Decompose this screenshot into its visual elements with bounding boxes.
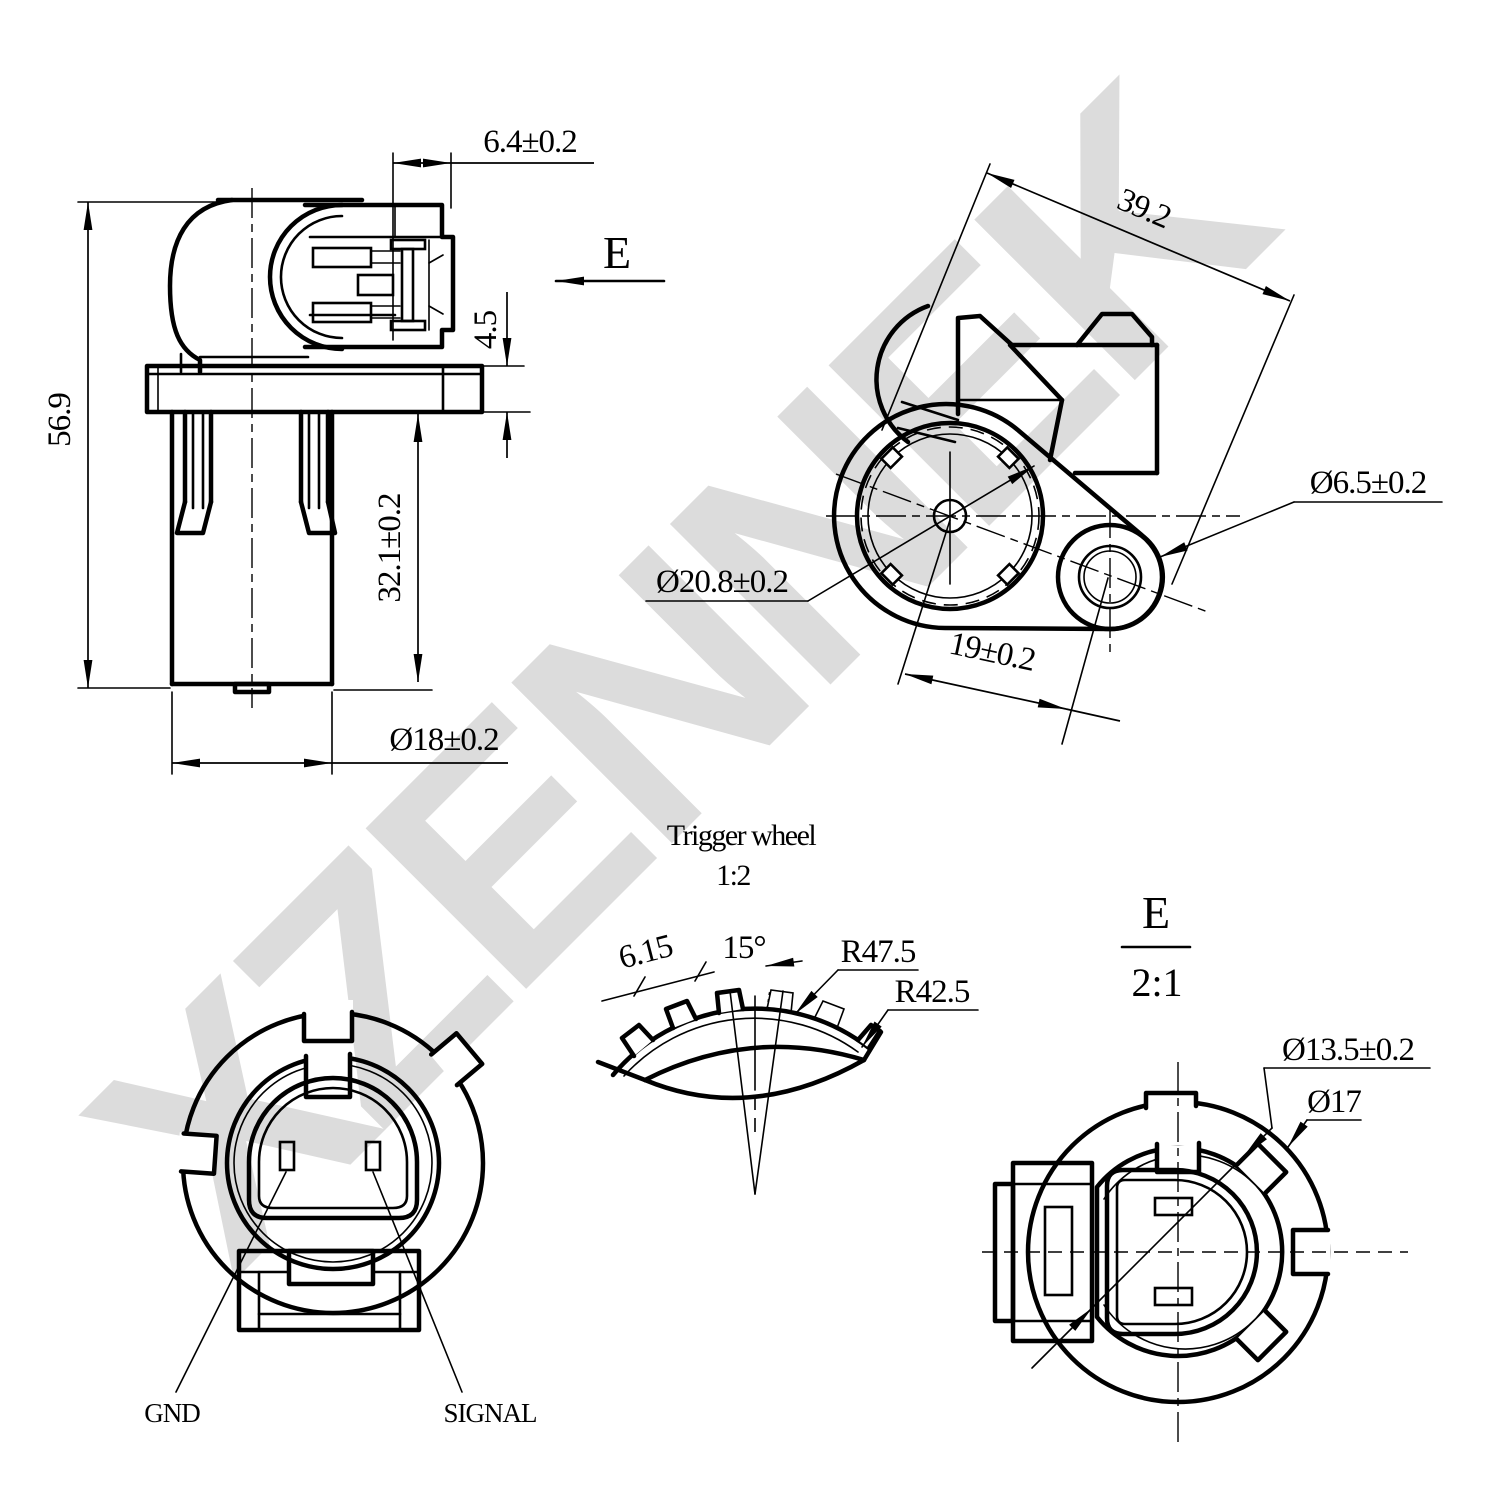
trigger-wheel-title: Trigger wheel	[667, 819, 817, 852]
detail-pin-lower	[1153, 1286, 1194, 1307]
dim-outer-radius: R47.5	[794, 934, 919, 1015]
detail-socket-outer	[1104, 1167, 1260, 1337]
terminal-pin-lower	[311, 301, 373, 324]
side-view: 56.9 6.4±0.2 E 4.5 32.1±0.2	[42, 124, 666, 775]
shroud-outer-arc	[267, 202, 345, 352]
key-tab	[428, 1031, 485, 1088]
detail-tab-lower	[1235, 1309, 1289, 1363]
view-arrow-label: E	[603, 227, 631, 278]
dim-text-insert: 32.1±0.2	[372, 493, 408, 602]
dim-insert-depth: 32.1±0.2	[333, 414, 433, 691]
dim-text-r-inner: R42.5	[895, 974, 970, 1010]
detail-tab-upper	[1235, 1141, 1289, 1195]
dim-detail-outer-dia: Ø17	[1287, 1084, 1362, 1148]
mounting-flange	[144, 363, 485, 415]
trigger-wheel-view: Trigger wheel 1:2 6.15	[595, 819, 979, 1195]
detail-pin-upper	[1153, 1196, 1194, 1217]
dim-overall-height: 56.9	[42, 201, 217, 689]
trigger-wheel-scale: 1:2	[716, 859, 750, 892]
connector-front-view: GND SIGNAL	[144, 1000, 538, 1428]
detail-scale: 2:1	[1131, 960, 1182, 1005]
dim-text-r-outer: R47.5	[841, 934, 916, 970]
detail-label: E	[1142, 887, 1170, 938]
shroud-inner-arc	[279, 214, 344, 340]
dim-pitch-angle: 15°	[722, 930, 803, 967]
dim-text-height: 56.9	[42, 393, 78, 447]
dim-text-detail-inner: Ø13.5±0.2	[1282, 1032, 1414, 1068]
label-gnd: GND	[144, 1398, 200, 1428]
pin-cavity	[356, 273, 395, 297]
dim-text-detail-outer: Ø17	[1307, 1084, 1361, 1120]
dim-detail-inner-dia: Ø13.5±0.2	[1031, 1032, 1431, 1369]
connector-body	[302, 202, 456, 350]
pin-gnd	[278, 1140, 296, 1172]
dim-text-boss: Ø20.8±0.2	[656, 564, 788, 600]
body-arc	[874, 303, 931, 445]
latch-beam	[400, 247, 415, 323]
dim-inner-radius: R42.5	[861, 974, 979, 1048]
dim-hole-diameter: Ø6.5±0.2	[1159, 465, 1443, 558]
socket-outer	[246, 1075, 420, 1221]
dim-boss-diameter: Ø20.8±0.2	[645, 465, 1035, 602]
left-notch	[176, 1131, 219, 1176]
pin-signal	[364, 1140, 382, 1172]
terminal-pin-upper	[311, 246, 373, 269]
dim-body-diameter: Ø18±0.2	[171, 691, 508, 775]
dim-text-connector-depth: 6.4±0.2	[483, 124, 577, 160]
detail-view-e: E 2:1	[982, 887, 1431, 1446]
dim-flange-thickness: 4.5	[468, 292, 531, 458]
dim-text-hole-dia: Ø6.5±0.2	[1310, 465, 1426, 501]
socket-inner	[257, 1086, 409, 1210]
keying-notches	[879, 445, 1021, 587]
dim-text-hole-dist: 19±0.2	[946, 626, 1038, 679]
dim-text-pitch: 15°	[722, 930, 765, 966]
head-dome	[167, 197, 235, 375]
label-signal: SIGNAL	[444, 1398, 537, 1428]
dim-connector-depth: 6.4±0.2	[392, 124, 594, 341]
detail-socket-inner	[1115, 1178, 1249, 1326]
retaining-prongs	[174, 409, 338, 536]
dim-text-flange: 4.5	[468, 310, 504, 349]
dim-text-body-dia: Ø18±0.2	[389, 722, 498, 758]
connector-base	[236, 1248, 422, 1333]
view-direction-arrow: E	[554, 227, 666, 286]
